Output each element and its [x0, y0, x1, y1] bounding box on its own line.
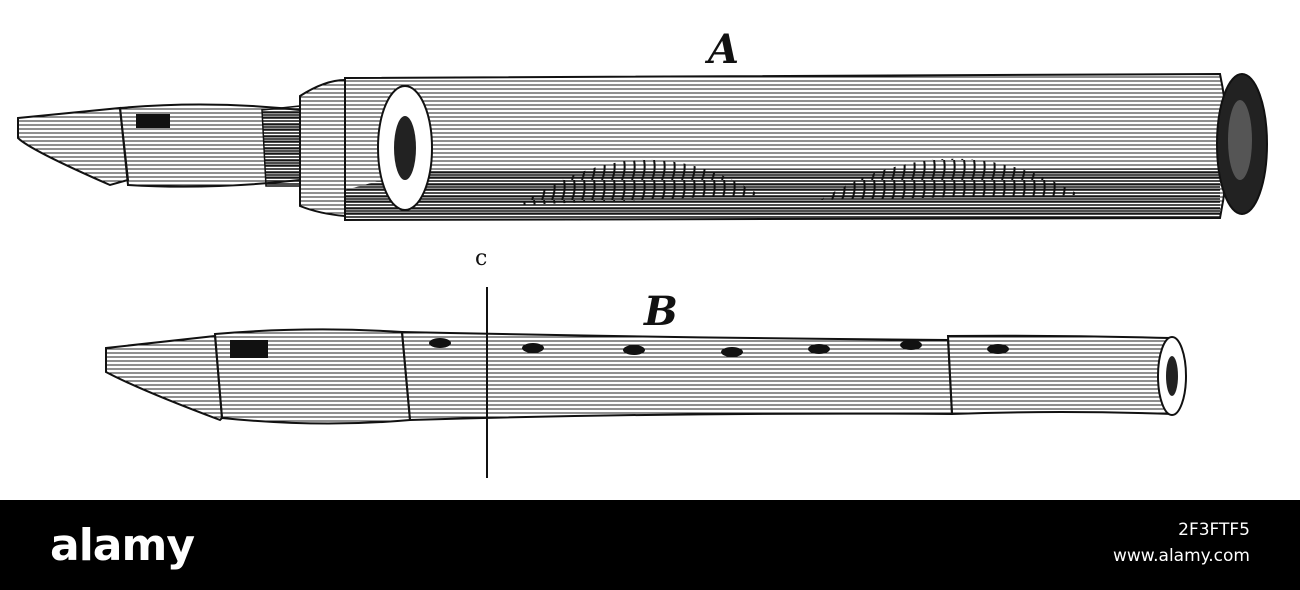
- flute-a: [17, 72, 1268, 222]
- flute-b-foot: [946, 334, 1174, 416]
- case-shadow: [345, 168, 1220, 220]
- site-url-text: www.alamy.com: [1112, 546, 1250, 566]
- watermark-bar: alamy 2F3FTF5 www.alamy.com: [0, 500, 1300, 590]
- finger-hole: [623, 345, 645, 355]
- case-ring-hole: [394, 116, 416, 180]
- flute-b-window: [230, 340, 268, 358]
- finger-hole: [987, 344, 1009, 354]
- finger-hole: [429, 338, 451, 348]
- alamy-logo: alamy: [50, 520, 195, 571]
- section-label-c: c: [475, 246, 488, 271]
- flute-a-wrapping: [261, 105, 301, 187]
- image-id-text: 2F3FTF5: [1178, 520, 1250, 540]
- figure-label-b: B: [644, 288, 678, 335]
- flute-a-window: [136, 114, 170, 128]
- finger-hole: [522, 343, 544, 353]
- finger-hole: [721, 347, 743, 357]
- case-grain-left: [520, 159, 760, 205]
- case-collar: [299, 78, 346, 218]
- flute-engraving: [17, 72, 1268, 478]
- flute-b: [105, 287, 1187, 478]
- flute-b-body: [400, 330, 954, 422]
- finger-hole: [900, 340, 922, 350]
- flute-b-mouthpiece: [105, 334, 224, 422]
- figure-label-a: A: [708, 26, 740, 73]
- flute-a-mouthpiece: [17, 106, 130, 187]
- engraving-illustration: A B c: [17, 26, 1268, 478]
- finger-hole: [808, 344, 830, 354]
- case-grain-right: [820, 158, 1080, 200]
